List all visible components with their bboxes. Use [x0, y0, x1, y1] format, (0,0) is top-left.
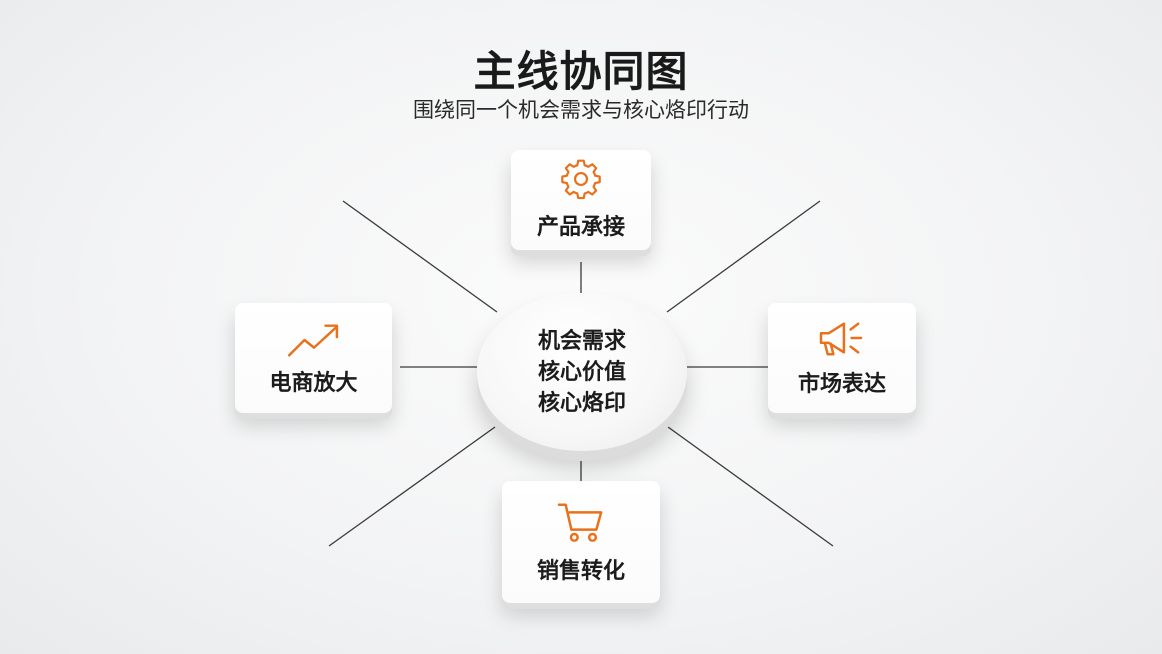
gear-icon — [561, 159, 601, 200]
node-card-ecommerce: 电商放大 — [235, 303, 392, 413]
node-card-marketing: 市场表达 — [768, 303, 916, 413]
node-label-product: 产品承接 — [536, 215, 625, 240]
node-label-sales: 销售转化 — [536, 559, 625, 584]
shopping-cart-icon — [557, 503, 603, 542]
spoke-top-left — [342, 200, 498, 313]
spoke-top-right — [666, 200, 821, 313]
hub-line-core-value: 核心价值 — [537, 359, 626, 385]
megaphone-icon — [819, 322, 863, 356]
spoke-bottom-left — [328, 426, 496, 547]
diagram-subtitle: 围绕同一个机会需求与核心烙印行动 — [413, 98, 749, 122]
hub-line-core-imprint: 核心烙印 — [537, 390, 626, 416]
node-label-ecommerce: 电商放大 — [269, 371, 358, 396]
trend-up-arrow-icon — [287, 324, 338, 357]
hub-line-opportunity: 机会需求 — [537, 328, 626, 354]
node-label-marketing: 市场表达 — [797, 372, 886, 397]
diagram-title: 主线协同图 — [473, 47, 689, 96]
central-hub: 机会需求 核心价值 核心烙印 — [477, 293, 687, 451]
node-card-sales: 销售转化 — [502, 481, 660, 603]
node-card-product: 产品承接 — [511, 150, 651, 250]
spoke-bottom-right — [667, 426, 834, 547]
